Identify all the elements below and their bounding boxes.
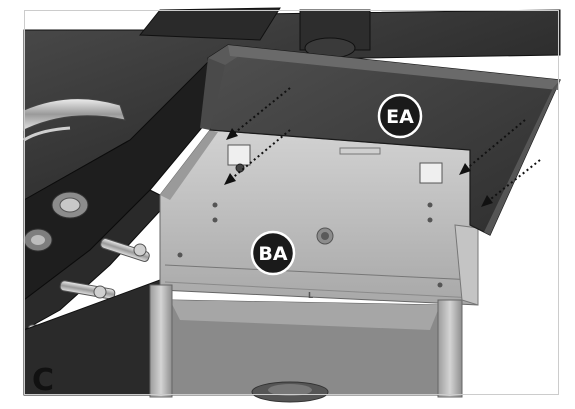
arrowheads <box>224 128 493 207</box>
mounting-tab <box>419 162 443 184</box>
mounting-tab <box>227 144 251 166</box>
left-leg <box>149 284 173 398</box>
callout-ea-label: EA <box>386 106 414 128</box>
callout-ba-label: BA <box>258 243 287 265</box>
arrowhead-icon <box>226 128 238 140</box>
base-bracket: L <box>159 129 479 306</box>
side-shelf <box>200 44 561 236</box>
grill-handle <box>23 98 126 131</box>
arrowhead-icon <box>224 173 236 185</box>
control-panel <box>23 59 251 331</box>
callout-ba: BA <box>250 230 296 276</box>
callout-ea: EA <box>377 93 423 139</box>
arrow-icon <box>464 119 526 171</box>
arrow-icon <box>486 159 541 203</box>
figure-border <box>24 10 559 395</box>
legs <box>149 224 479 398</box>
arrow-icon <box>229 129 291 181</box>
alignment-arrows <box>229 87 541 203</box>
grill-body <box>23 7 561 201</box>
svg-text:L: L <box>308 291 313 300</box>
right-leg <box>437 299 463 398</box>
step-label: C <box>32 363 54 398</box>
arrowhead-icon <box>481 195 493 207</box>
arrowhead-icon <box>459 163 471 175</box>
